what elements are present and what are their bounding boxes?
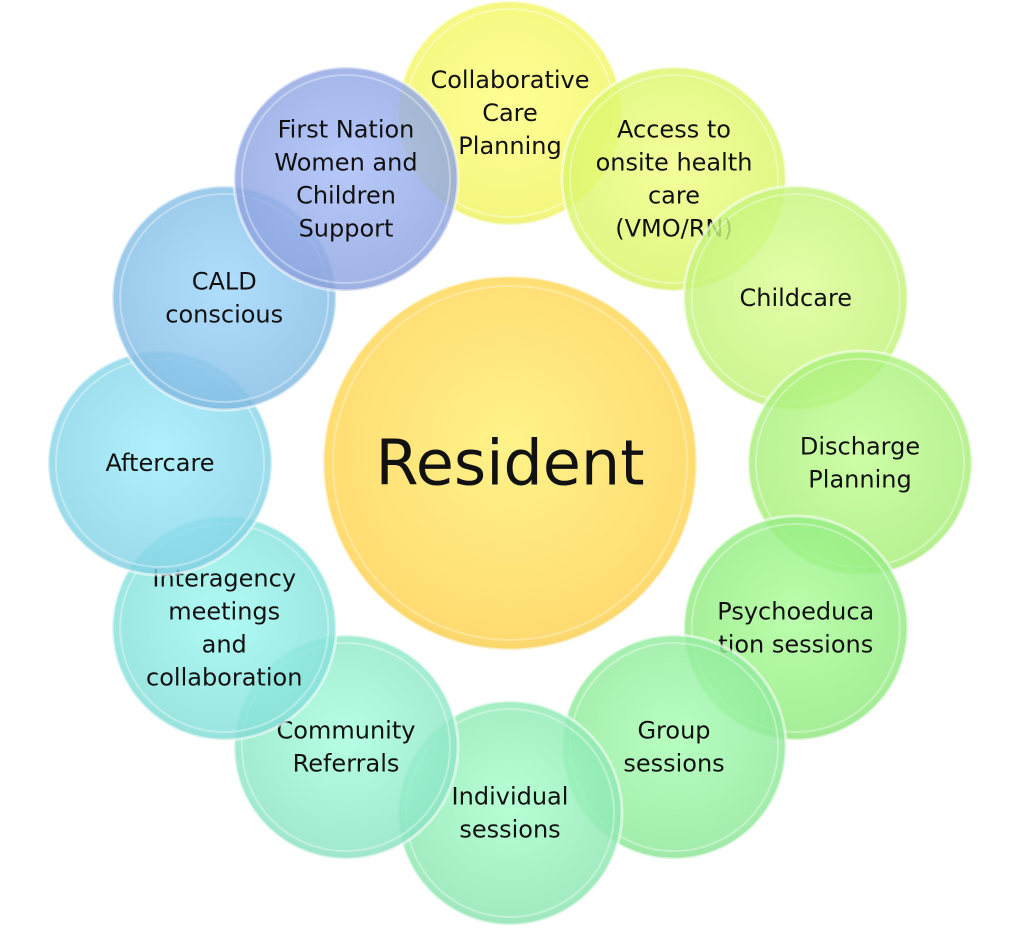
cycle-node-ring [690, 523, 901, 733]
cycle-node-label: Care [482, 99, 538, 127]
cycle-node-label: tion sessions [718, 631, 873, 659]
cycle-node-label: Community [277, 717, 416, 745]
cycle-node-label: Access to [617, 115, 731, 143]
cycle-node-ring [569, 73, 779, 284]
cycle-node-label: Psychoeduca [717, 598, 874, 626]
cycle-node-label: conscious [165, 301, 283, 329]
cycle-node-label: Group [637, 717, 710, 745]
cycle-node-ring [241, 642, 451, 853]
cycle-node-label: Women and [274, 148, 417, 176]
cycle-node-label: Children [296, 181, 396, 209]
cycle-node-label: Planning [458, 132, 561, 160]
cycle-node-ring [119, 193, 330, 403]
cycle-node-label: and [202, 631, 247, 659]
cycle-node-label: collaboration [146, 664, 302, 692]
center-label: Resident [375, 427, 644, 500]
center-circle [321, 274, 699, 652]
cycle-node-label: Aftercare [105, 449, 214, 477]
cycle-node-label: First Nation [278, 115, 415, 143]
cycle-node-label: Referrals [293, 750, 400, 778]
center-node: Resident [321, 274, 699, 652]
cycle-node-label: Planning [808, 466, 911, 494]
cycle-node-label: onsite health [596, 148, 753, 176]
cycle-node-label: Individual [452, 783, 569, 811]
cycle-node-label: meetings [168, 598, 280, 626]
center-ring [332, 285, 688, 641]
cycle-node-label: Childcare [740, 284, 853, 312]
cycle-node-label: Collaborative [430, 66, 589, 94]
cycle-node-label: Discharge [800, 433, 920, 461]
cycle-node-circle [232, 65, 460, 293]
cycle-node-label: care [648, 181, 700, 209]
cycle-node-ring [241, 73, 451, 284]
cycle-node-label: sessions [459, 816, 560, 844]
cycle-node-label: sessions [623, 750, 724, 778]
cycle-node-label: Support [299, 214, 394, 242]
cycle-node-label: CALD [192, 268, 257, 296]
